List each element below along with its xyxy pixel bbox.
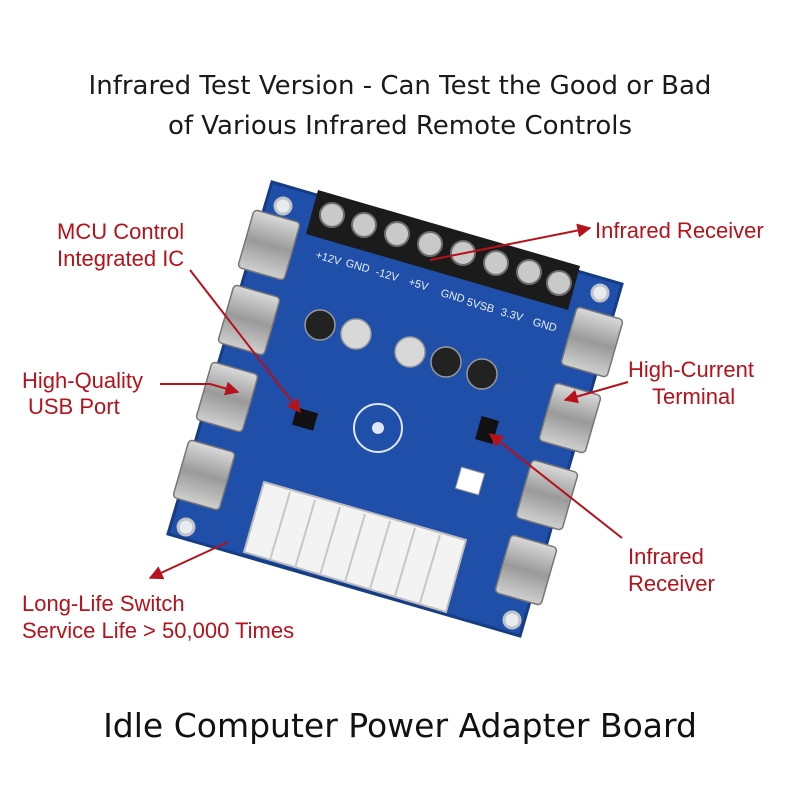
header-title-line1: Infrared Test Version - Can Test the Goo… [88,71,712,101]
callout-infrared-line1: Infrared [628,544,704,569]
callout-mcu-line1: MCU Control [57,219,185,244]
callout-high-current-line2: Terminal [652,384,736,409]
callout-usb-line1: High-Quality [22,368,144,393]
buzzer [353,403,403,453]
mounting-hole [590,283,610,303]
footer-title: Idle Computer Power Adapter Board [103,706,697,745]
callout-infrared-receiver-top: Infrared Receiver [595,218,764,243]
mcu-chip [291,407,319,431]
usb-ports-left [172,209,301,511]
capacitors [304,309,498,390]
white-connector [454,466,486,496]
callout-usb-line2: USB Port [28,394,120,419]
callout-switch-line1: Long-Life Switch [22,591,185,616]
mounting-hole [176,517,196,537]
header-title-line2: of Various Infrared Remote Controls [167,111,633,141]
callout-switch-line2: Service Life > 50,000 Times [22,618,295,643]
terminal-block [306,190,580,310]
mounting-hole [502,610,522,630]
atx-connector [242,480,468,614]
usb-ports-right [494,306,624,606]
mounting-hole [273,196,293,216]
callout-high-current-line1: High-Current [628,357,754,382]
callout-infrared-line2: Receiver [628,571,715,596]
callout-mcu-line2: Integrated IC [57,246,185,271]
silk-label: +5V [407,276,430,293]
